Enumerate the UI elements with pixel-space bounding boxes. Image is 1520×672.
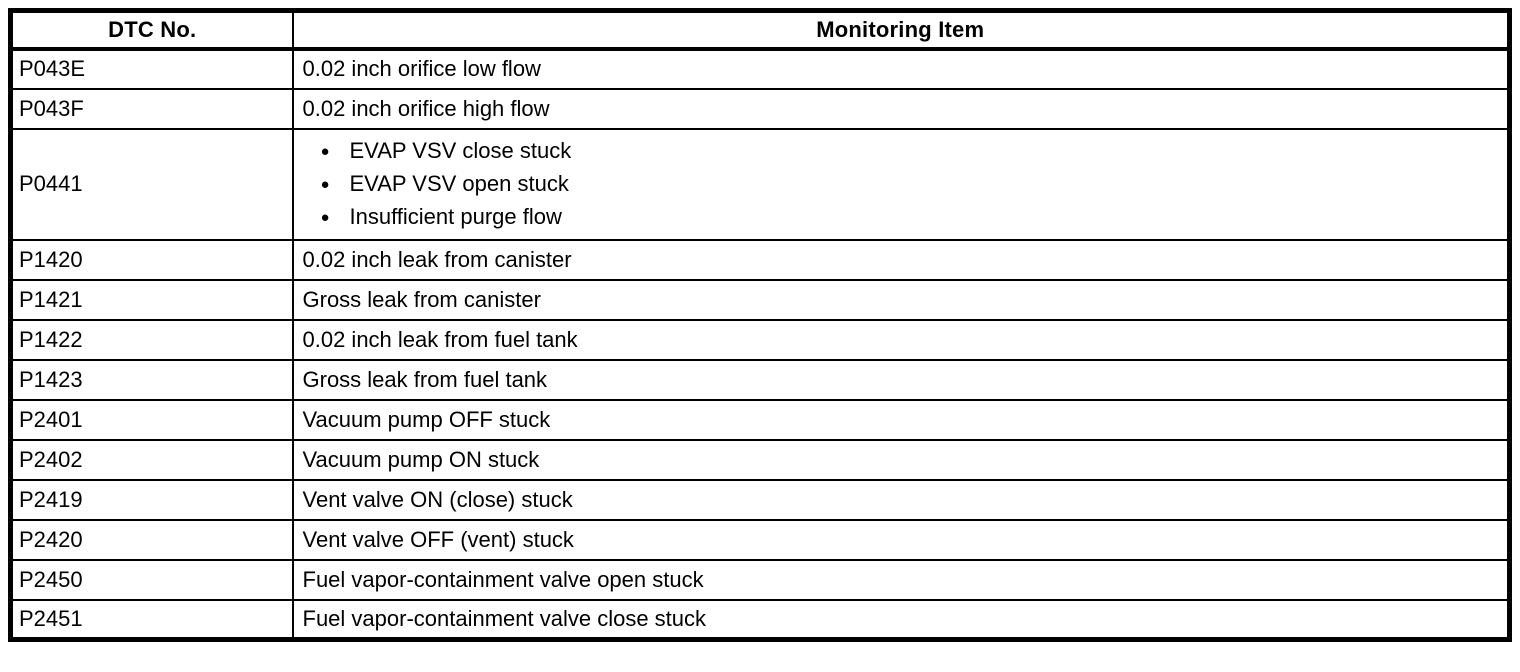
monitoring-item-text: Insufficient purge flow [349,204,562,229]
monitoring-item-cell: 0.02 inch leak from canister [291,238,1511,281]
table-row: P2450 Fuel vapor-containment valve open … [9,558,1511,601]
dtc-code-cell: P0441 [9,127,294,241]
dtc-code-cell: P2451 [9,598,294,641]
dtc-code-cell: P043E [9,47,294,90]
bullet-list-item: ● Insufficient purge flow [295,201,1508,234]
monitoring-item-text: EVAP VSV open stuck [349,171,569,196]
table-row: P1423 Gross leak from fuel tank [9,358,1511,401]
bullet-list-item: ● EVAP VSV open stuck [295,168,1508,201]
monitoring-item-cell: 0.02 inch orifice low flow [291,47,1511,90]
table-row: P043F 0.02 inch orifice high flow [9,87,1511,130]
monitoring-item-cell: 0.02 inch orifice high flow [291,87,1511,130]
dtc-code-cell: P2401 [9,398,294,441]
table-row: P1422 0.02 inch leak from fuel tank [9,318,1511,361]
dtc-code-cell: P1421 [9,278,294,321]
dtc-code-cell: P2420 [9,518,294,561]
table-row: P2419 Vent valve ON (close) stuck [9,478,1511,521]
column-header-monitoring-item: Monitoring Item [291,9,1511,51]
dtc-monitoring-table: DTC No. Monitoring Item P043E 0.02 inch … [8,8,1512,642]
column-header-dtc-no: DTC No. [9,9,294,51]
monitoring-item-cell: Vacuum pump OFF stuck [291,398,1511,441]
bullet-icon: ● [320,208,330,226]
table-row: P043E 0.02 inch orifice low flow [9,47,1511,90]
dtc-code-cell: P2419 [9,478,294,521]
table-row: P2451 Fuel vapor-containment valve close… [9,598,1511,641]
table-row: P0441 ● EVAP VSV close stuck ● EVAP VSV ope… [9,127,1511,241]
dtc-code-cell: P043F [9,87,294,130]
table-row: P2402 Vacuum pump ON stuck [9,438,1511,481]
table-row: P2420 Vent valve OFF (vent) stuck [9,518,1511,561]
dtc-code-cell: P1420 [9,238,294,281]
bullet-list-item: ● EVAP VSV close stuck [295,135,1508,168]
dtc-code-cell: P2402 [9,438,294,481]
table-row: P1421 Gross leak from canister [9,278,1511,321]
bullet-icon: ● [320,142,330,160]
monitoring-item-cell: Gross leak from canister [291,278,1511,321]
monitoring-item-cell: 0.02 inch leak from fuel tank [291,318,1511,361]
table-body: P043E 0.02 inch orifice low flow P043F 0… [9,47,1511,641]
monitoring-item-cell: Gross leak from fuel tank [291,358,1511,401]
dtc-code-cell: P1422 [9,318,294,361]
monitoring-item-cell: ● EVAP VSV close stuck ● EVAP VSV open stuc… [291,127,1511,241]
table-header-row: DTC No. Monitoring Item [9,9,1511,51]
dtc-code-cell: P2450 [9,558,294,601]
dtc-code-cell: P1423 [9,358,294,401]
bullet-icon: ● [320,175,330,193]
monitoring-item-text: EVAP VSV close stuck [349,138,572,163]
table-row: P1420 0.02 inch leak from canister [9,238,1511,281]
monitoring-item-cell: Vent valve OFF (vent) stuck [291,518,1511,561]
monitoring-item-cell: Vacuum pump ON stuck [291,438,1511,481]
monitoring-item-cell: Vent valve ON (close) stuck [291,478,1511,521]
monitoring-item-cell: Fuel vapor-containment valve open stuck [291,558,1511,601]
table-row: P2401 Vacuum pump OFF stuck [9,398,1511,441]
monitoring-item-cell: Fuel vapor-containment valve close stuck [291,598,1511,641]
